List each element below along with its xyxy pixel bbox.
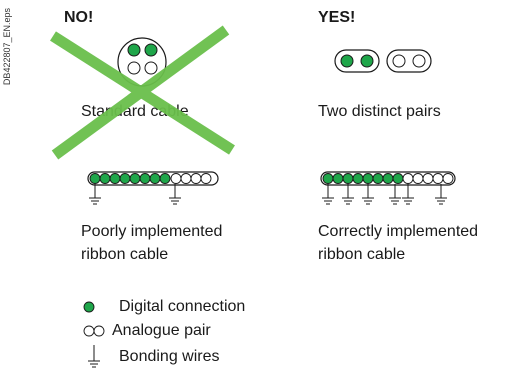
standard-cable-icon (117, 37, 167, 87)
no-header: NO! (64, 9, 94, 26)
yes-header: YES! (318, 9, 356, 26)
distinct-pairs-icon (334, 49, 432, 73)
poor-ribbon-cable-icon (87, 171, 219, 205)
legend-bonding-label: Bonding wires (119, 348, 220, 365)
legend-analogue-label: Analogue pair (112, 322, 211, 339)
correct-ribbon-label-line2: ribbon cable (318, 246, 406, 263)
digital-connection-legend-icon (83, 301, 95, 313)
legend-digital-label: Digital connection (119, 298, 246, 315)
two-pairs-label: Two distinct pairs (318, 103, 441, 120)
poor-ribbon-label-line1: Poorly implemented (81, 223, 223, 240)
ground-legend-icon (88, 345, 100, 368)
correct-ribbon-label-line1: Correctly implemented (318, 223, 479, 240)
poor-ribbon-label-line2: ribbon cable (81, 246, 169, 263)
standard-cable-label: Standard cable (81, 103, 189, 120)
analogue-pair-legend-icon (83, 325, 105, 337)
correct-ribbon-cable-icon (320, 171, 456, 205)
